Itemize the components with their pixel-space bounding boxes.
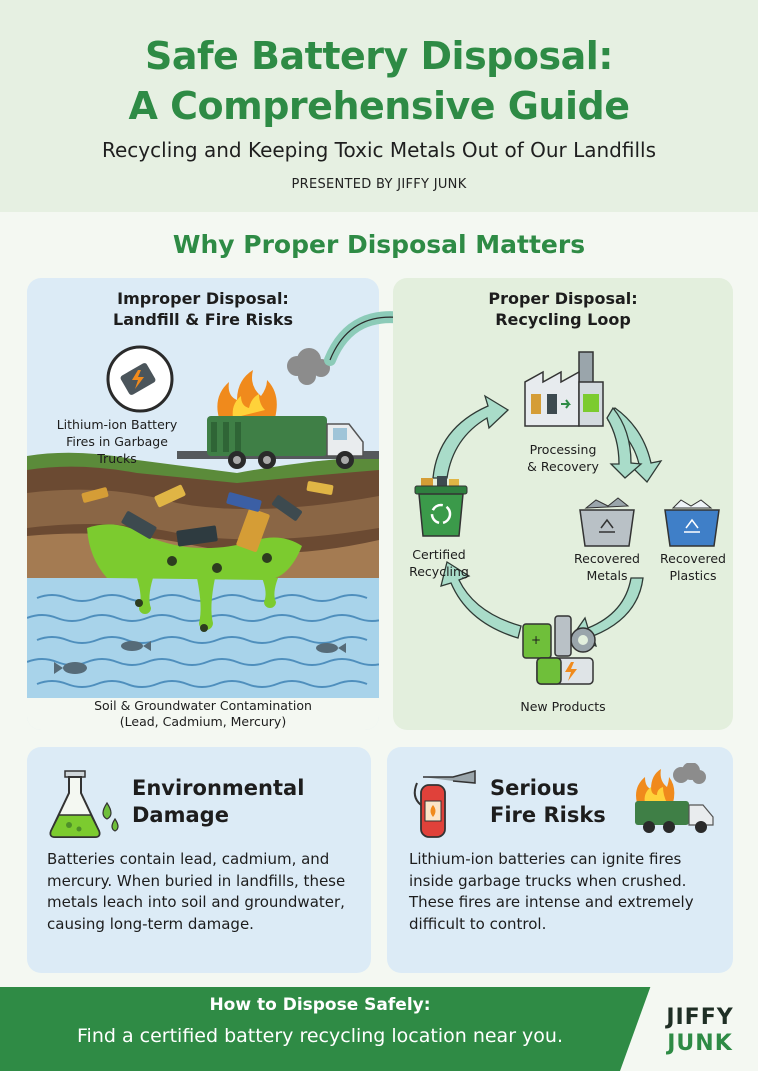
environmental-title-line1: Environmental <box>132 776 305 800</box>
fire-caption-line1: Lithium-ion Battery <box>56 417 178 432</box>
contamination-line1: Soil & Groundwater Contamination <box>94 698 312 713</box>
plastics-line2: Plastics <box>669 568 717 583</box>
plastics-caption: Recovered Plastics <box>647 550 739 584</box>
battery-fire-icon <box>106 345 174 413</box>
fire-caption: Lithium-ion Battery Fires in Garbage Tru… <box>47 416 187 467</box>
fire-title-line1: Serious <box>490 776 579 800</box>
improper-heading: Improper Disposal: Landfill & Fire Risks <box>27 288 379 330</box>
page-subtitle: Recycling and Keeping Toxic Metals Out o… <box>102 138 656 162</box>
fire-risks-card: Serious Fire Risks Lithium-ion batteries… <box>387 747 733 973</box>
recycling-bin-icon <box>414 476 468 537</box>
truck-fire-icon <box>635 763 714 833</box>
new-batteries-icon: + <box>522 615 596 685</box>
metal-bin-icon <box>579 497 635 547</box>
page-title-line1: Safe Battery Disposal: <box>145 34 613 78</box>
page-title-line2: A Comprehensive Guide <box>128 84 630 128</box>
processing-caption: Processing & Recovery <box>503 441 623 475</box>
plastic-bin-icon <box>664 499 720 547</box>
environmental-title-line2: Damage <box>132 803 229 827</box>
proper-disposal-panel: Proper Disposal: Recycling Loop Processi… <box>393 278 733 730</box>
new-products-caption: New Products <box>520 699 606 714</box>
fire-extinguisher-icon <box>413 770 476 838</box>
certified-line2: Recycling <box>409 564 469 579</box>
proper-heading-line1: Proper Disposal: <box>488 289 638 308</box>
svg-text:+: + <box>531 633 541 647</box>
processing-line1: Processing <box>529 442 597 457</box>
certified-caption: Certified Recycling <box>393 546 485 580</box>
plastics-line1: Recovered <box>660 551 726 566</box>
logo-line2: JUNK <box>667 1031 733 1056</box>
contamination-caption: Soil & Groundwater Contamination (Lead, … <box>27 698 379 730</box>
metals-line1: Recovered <box>574 551 640 566</box>
fire-title-line2: Fire Risks <box>490 803 606 827</box>
metals-line2: Metals <box>586 568 628 583</box>
environmental-body: Batteries contain lead, cadmium, and mer… <box>47 850 346 933</box>
logo-line1: JIFFY <box>666 1005 734 1030</box>
presented-by: PRESENTED BY JIFFY JUNK <box>291 177 467 192</box>
header-banner: Safe Battery Disposal: A Comprehensive G… <box>0 0 758 212</box>
call-to-action-banner: How to Dispose Safely: Find a certified … <box>0 987 758 1071</box>
proper-heading: Proper Disposal: Recycling Loop <box>393 288 733 330</box>
environmental-damage-card: Environmental Damage Batteries contain l… <box>27 747 371 973</box>
proper-heading-line2: Recycling Loop <box>495 310 631 329</box>
improper-heading-line2: Landfill & Fire Risks <box>113 310 293 329</box>
certified-line1: Certified <box>412 547 466 562</box>
environmental-title: Environmental Damage <box>132 775 304 829</box>
contamination-line2: (Lead, Cadmium, Mercury) <box>119 714 287 729</box>
landfill-scene <box>27 451 379 698</box>
garbage-truck-icon <box>207 348 364 469</box>
fire-title: Serious Fire Risks <box>490 775 606 829</box>
banner-title: How to Dispose Safely: <box>209 995 431 1015</box>
jiffy-junk-logo: JIFFY JUNK <box>652 1005 748 1057</box>
fire-caption-line3: Trucks <box>97 451 137 466</box>
processing-line2: & Recovery <box>527 459 599 474</box>
improper-caption-band <box>27 698 379 730</box>
improper-disposal-panel: Improper Disposal: Landfill & Fire Risks… <box>27 278 379 730</box>
fire-caption-line2: Fires in Garbage <box>66 434 168 449</box>
factory-icon <box>524 351 604 427</box>
flask-icon <box>49 770 119 838</box>
metals-caption: Recovered Metals <box>561 550 653 584</box>
improper-heading-line1: Improper Disposal: <box>117 289 289 308</box>
fire-body: Lithium-ion batteries can ignite fires i… <box>409 850 694 933</box>
section-title: Why Proper Disposal Matters <box>172 230 586 259</box>
banner-text: Find a certified battery recycling locat… <box>77 1025 563 1047</box>
